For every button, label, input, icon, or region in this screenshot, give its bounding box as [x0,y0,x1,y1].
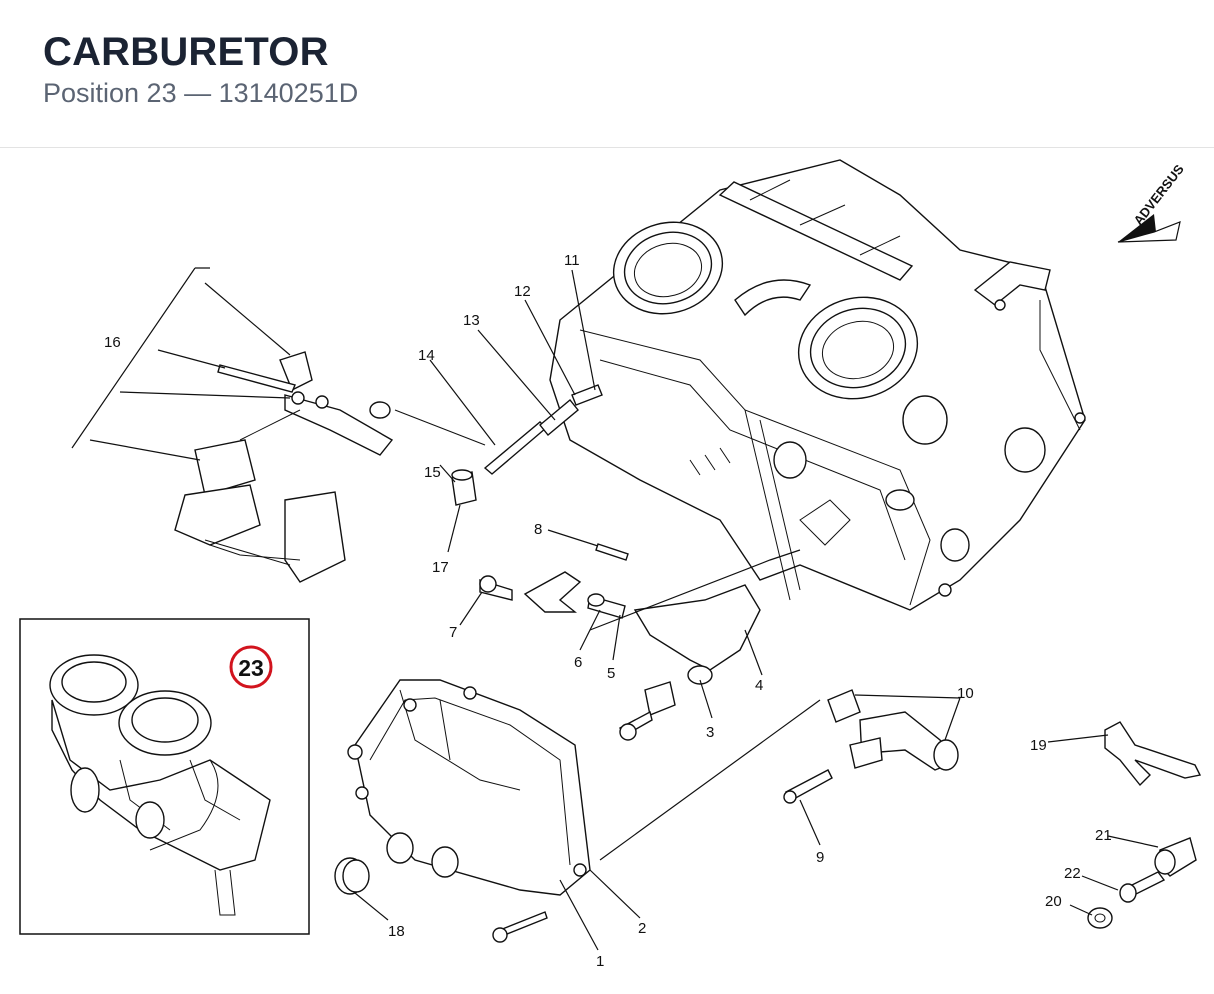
part-1-2-float-bowl [347,679,591,943]
callout-3: 3 [706,724,714,741]
page-header: CARBURETOR Position 23 — 13140251D [0,0,1214,148]
callout-18: 18 [388,923,405,940]
callout-9: 9 [816,849,824,866]
page-subtitle: Position 23 — 13140251D [43,78,359,108]
callout-13: 13 [463,312,480,329]
callout-15: 15 [424,464,441,481]
callout-14: 14 [418,347,435,364]
callout-16: 16 [104,334,121,351]
inset-carburetor-assembly: 23 [19,618,310,935]
position-23-label: 23 [238,655,264,681]
callout-19: 19 [1030,737,1047,754]
position-23-marker [229,645,273,689]
part-16-choke-assembly [71,267,394,583]
parts-3-8-cluster [479,543,761,741]
parts-11-17-cluster [369,384,603,506]
carburetor-body [549,159,1086,611]
callout-12: 12 [514,283,531,300]
page-title: CARBURETOR [43,30,329,74]
brand-logo-text: ADVERSUS [1131,161,1187,227]
callout-7: 7 [449,624,457,641]
callout-5: 5 [607,665,615,682]
part-18-plug [334,857,370,895]
callout-4: 4 [755,677,763,694]
parts-19-22-cluster [1087,721,1202,929]
callout-22: 22 [1064,865,1081,882]
callout-1: 1 [596,953,604,970]
callout-17: 17 [432,559,449,576]
callout-6: 6 [574,654,582,671]
callout-2: 2 [638,920,646,937]
callout-labels: 1 2 3 4 5 6 7 8 9 10 11 12 13 14 15 16 1… [104,252,1112,970]
leader-lines [354,269,1159,951]
callout-21: 21 [1095,827,1112,844]
callout-20: 20 [1045,893,1062,910]
callout-11: 11 [564,252,580,269]
parts-9-10-cluster [783,689,959,804]
brand-logo: ADVERSUS [1117,161,1187,243]
callout-10: 10 [957,685,974,702]
callout-8: 8 [534,521,542,538]
